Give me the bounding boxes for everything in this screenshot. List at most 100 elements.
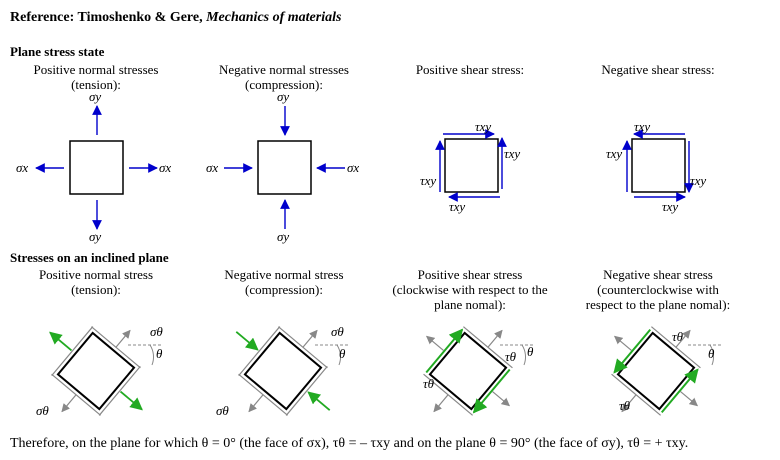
inclined-square [243,331,323,411]
label-sx: σx [159,160,171,175]
green-shear-arrow [425,328,464,374]
label-txy: τxy [504,146,520,161]
caption-line: (tension): [71,77,121,92]
inclined-square [616,331,696,411]
caption-line: (compression): [245,282,323,297]
caption-line: (clockwise with respect to the [392,282,548,297]
label-theta: θ [527,344,534,359]
caption-line: Negative shear stress [603,267,713,282]
gray-normal-arrow [61,394,77,413]
angle-arc [709,344,714,366]
label-theta: θ [708,346,715,361]
face-line [51,326,94,376]
caption-line: plane nomal): [434,297,506,312]
stress-square [631,138,686,193]
reference-title: Mechanics of materials [206,10,342,25]
inclined-square [56,331,136,411]
caption-line: respect to the plane nomal): [585,297,731,312]
caption-negative-shear: Negative shear stress: [578,62,738,77]
angle-arc [149,344,154,366]
inclined-tension: σθ θ σθ [36,324,163,418]
label-tt: τθ [505,349,517,364]
caption-inclined-negative-shear: Negative shear stress (counterclockwise … [564,267,752,312]
gray-normal-arrow [433,394,449,413]
gray-normal-arrow [425,335,444,351]
caption-inclined-positive-normal: Positive normal stress (tension): [16,267,176,297]
label-tt: τθ [672,329,684,344]
label-sx: σx [206,160,218,175]
caption-line: Negative shear stress: [601,62,715,77]
element-compression: σy σy σx σx [206,89,359,244]
face-line [238,326,281,376]
caption-line: (compression): [245,77,323,92]
label-sy: σy [89,229,101,244]
label-st: σθ [36,403,49,418]
element-negative-shear: τxy τxy τxy τxy [606,119,706,214]
label-sy: σy [277,229,289,244]
section-title-inclined-plane: Stresses on an inclined plane [10,250,169,265]
caption-line: Negative normal stress [224,267,344,282]
green-shear-arrow [472,368,511,414]
face-line [651,326,701,369]
label-txy: τxy [475,119,491,134]
gray-normal-arrow [675,329,691,348]
caption-line: Positive shear stress: [415,62,525,77]
section-title-plane-stress: Plane stress state [10,44,105,59]
label-txy: τxy [634,119,650,134]
label-tt: τθ [619,398,631,413]
inclined-square [428,331,508,411]
angle-arc [521,344,526,366]
label-txy: τxy [449,199,465,214]
label-txy: τxy [606,146,622,161]
angle-arc [336,344,341,366]
label-txy: τxy [690,173,706,188]
label-sy: σy [89,89,101,104]
gray-normal-arrow [613,335,632,351]
gray-normal-arrow [492,391,511,407]
face-line [611,373,661,416]
green-normal-arrow [307,391,331,411]
green-normal-arrow [49,331,73,352]
caption-line: (counterclockwise with [597,282,719,297]
caption-negative-normal: Negative normal stresses (compression): [204,62,364,92]
element-tension: σy σy σx σx [16,89,171,244]
label-st: σθ [216,403,229,418]
inclined-compression: σθ θ σθ [216,324,349,418]
caption-line: (tension): [71,282,121,297]
label-txy: τxy [420,173,436,188]
gray-normal-arrow [621,394,637,413]
caption-inclined-positive-shear: Positive shear stress (clockwise with re… [376,267,564,312]
label-theta: θ [156,346,163,361]
caption-line: Negative normal stresses [219,62,349,77]
label-txy: τxy [662,199,678,214]
stress-square [257,140,312,195]
conclusion-text: Therefore, on the plane for which θ = 0°… [10,436,689,451]
caption-line: Positive normal stress [38,267,154,282]
green-normal-arrow [235,331,259,351]
caption-line: Positive normal stresses [33,62,159,77]
green-shear-arrow [660,368,699,414]
gray-normal-arrow [302,329,318,348]
stress-square [444,138,499,193]
caption-positive-normal: Positive normal stresses (tension): [16,62,176,92]
gray-normal-arrow [487,329,503,348]
label-sy: σy [277,89,289,104]
element-positive-shear: τxy τxy τxy τxy [420,119,520,214]
gray-normal-arrow [115,329,131,348]
inclined-negative-shear: τθ θ τθ [611,326,722,416]
gray-normal-arrow [680,391,699,407]
label-tt: τθ [423,376,435,391]
green-shear-arrow [613,328,652,374]
inclined-positive-shear: τθ θ τθ [423,326,534,416]
label-sx: σx [16,160,28,175]
gray-normal-arrow [248,394,264,413]
face-line [98,366,141,416]
caption-positive-shear: Positive shear stress: [390,62,550,77]
label-theta: θ [339,346,346,361]
green-normal-arrow [119,390,143,411]
stress-square [69,140,124,195]
label-st: σθ [150,324,163,339]
face-line [285,366,328,416]
label-sx: σx [347,160,359,175]
